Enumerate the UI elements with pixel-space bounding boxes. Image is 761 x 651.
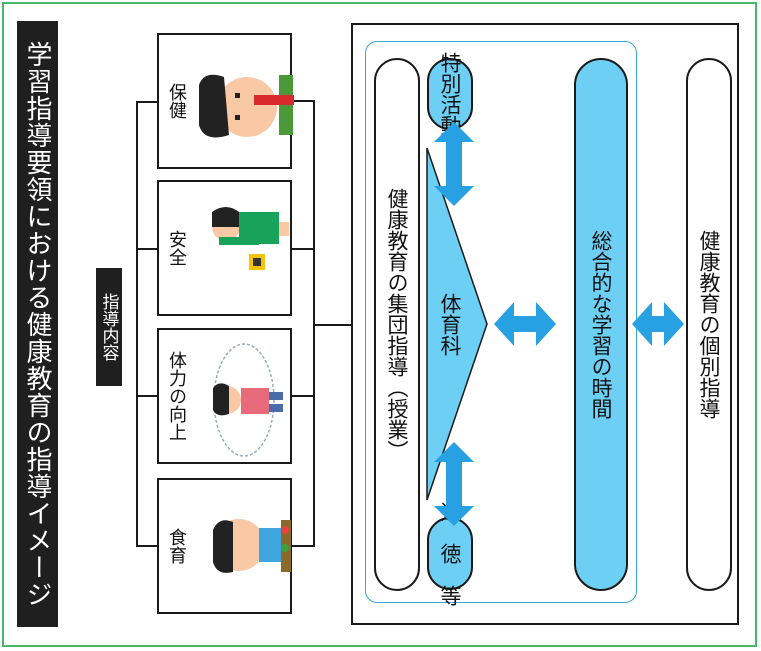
topic-label-hokken: 保健 xyxy=(166,83,187,119)
moral-education-pill: 道 徳 等 xyxy=(427,501,473,606)
arrow-down-moral xyxy=(434,442,474,526)
topic-box-tairyoku: 体力の向上 xyxy=(157,328,292,464)
guidance-content-label: 指導内容 xyxy=(96,268,122,386)
pe-label: 体育科 xyxy=(433,250,467,398)
special-activities-label: 特別活動 xyxy=(438,52,462,136)
connector-top-hokken xyxy=(136,101,157,103)
topic-box-anzen: 安全 xyxy=(157,180,292,316)
girl-traffic-signal-icon xyxy=(212,207,289,270)
topic-label-anzen: 安全 xyxy=(166,230,187,266)
individual-guidance-label: 健康教育の個別指導 xyxy=(697,230,721,419)
connector-to-main xyxy=(313,324,351,326)
connector-bottom-hokken xyxy=(292,100,314,102)
topic-box-hokken: 保健 xyxy=(157,33,294,169)
boy-eating-icon xyxy=(213,519,291,573)
connector-bottom-trunk xyxy=(313,100,315,547)
group-guidance-pill: 健康教育の集団指導（授業） xyxy=(374,58,420,591)
pe-text: 体育科 xyxy=(438,292,462,356)
group-guidance-label: 健康教育の集団指導（授業） xyxy=(385,188,409,461)
pe-triangle xyxy=(426,147,488,501)
title-bar: 学習指導要領における健康教育の指導イメージ xyxy=(17,21,58,627)
arrow-up-special xyxy=(434,122,474,206)
connector-top-tairyoku xyxy=(136,395,157,397)
girl-jump-rope-icon xyxy=(213,343,283,457)
arrow-pe-integrated xyxy=(494,302,556,346)
topic-box-shokuiku: 食育 xyxy=(157,478,292,614)
connector-bottom-anzen xyxy=(292,248,314,250)
connector-bottom-shokuiku xyxy=(292,545,314,547)
integrated-study-label: 総合的な学習の時間 xyxy=(589,230,613,419)
connector-trunk xyxy=(136,101,138,547)
connector-bottom-tairyoku xyxy=(292,395,314,397)
special-activities-pill: 特別活動 xyxy=(427,52,473,136)
topic-label-tairyoku: 体力の向上 xyxy=(166,351,187,441)
individual-guidance-pill: 健康教育の個別指導 xyxy=(686,58,732,591)
integrated-study-pill: 総合的な学習の時間 xyxy=(574,58,628,591)
connector-top-shokuiku xyxy=(136,545,157,547)
topic-label-shokuiku: 食育 xyxy=(166,528,187,564)
page-title: 学習指導要領における健康教育の指導イメージ xyxy=(22,40,52,608)
arrow-integrated-individual xyxy=(632,302,684,346)
connector-top-anzen xyxy=(136,248,157,250)
boy-brushing-teeth-icon xyxy=(199,74,294,138)
